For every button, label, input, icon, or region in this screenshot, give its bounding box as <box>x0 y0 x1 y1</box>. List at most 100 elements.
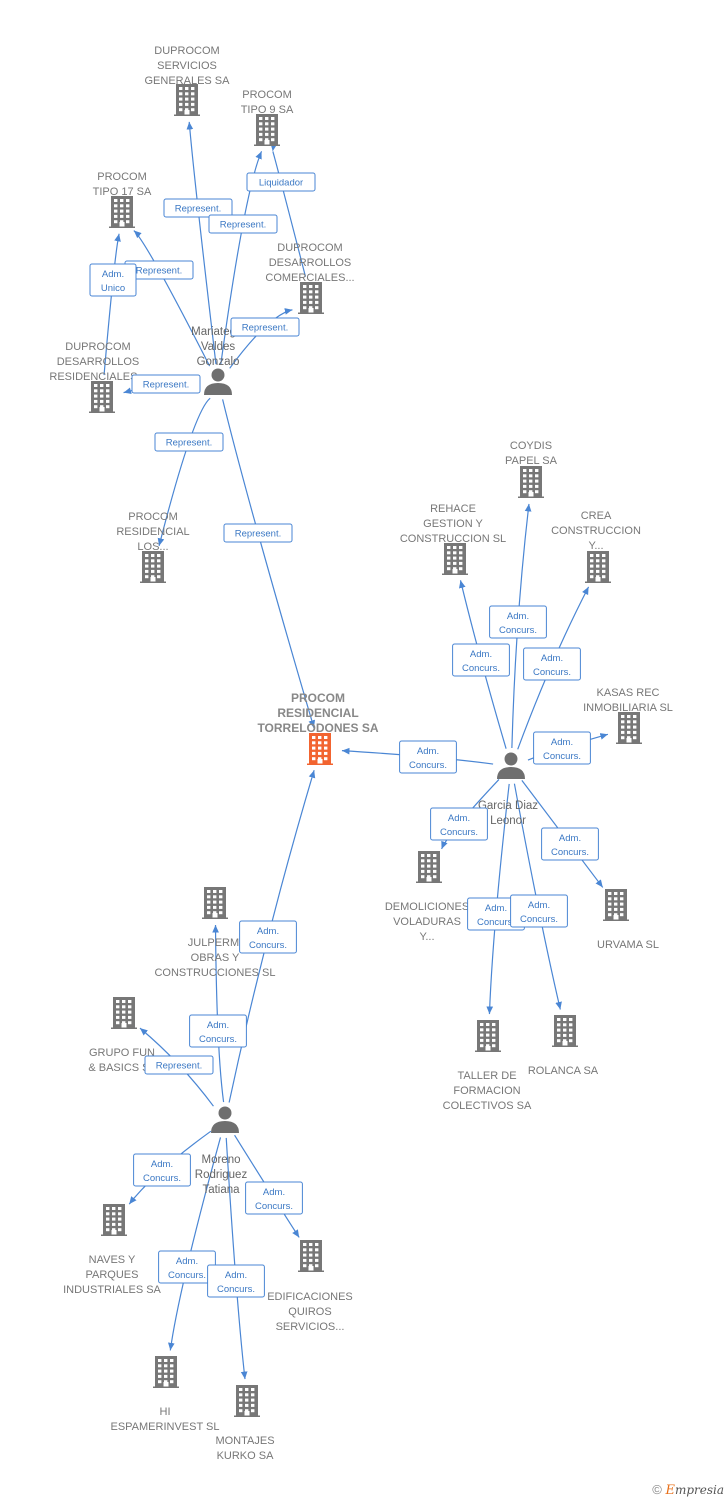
company-label-line: SERVICIOS <box>157 60 217 72</box>
edge-label-text: Adm. <box>257 926 279 937</box>
company-label-line: RESIDENCIAL <box>116 526 189 538</box>
company-label-line: DUPROCOM <box>154 45 219 57</box>
edge-label-moreno-hi_espamerinvest[interactable]: Adm.Concurs. <box>158 1250 216 1284</box>
edge-label-text: Adm. <box>176 1256 198 1267</box>
edge-label-text: Concurs. <box>440 827 478 838</box>
edge-label-box <box>189 1014 247 1048</box>
company-label-line: PROCOM <box>242 89 292 101</box>
building-icon <box>89 381 115 413</box>
company-node-duprocom-comerciales[interactable]: DUPROCOMDESARROLLOSCOMERCIALES... <box>265 242 355 314</box>
company-label-line: PAPEL SA <box>505 455 558 467</box>
edge-label-text: Adm. <box>551 737 573 748</box>
edge-label-text: Represent. <box>166 438 212 449</box>
company-label-line: Y... <box>419 931 434 943</box>
edge-label-text: Adm. <box>470 649 492 660</box>
company-label-line: CONSTRUCCIONES SL <box>154 967 275 979</box>
building-icon <box>416 851 442 883</box>
edge-label-mariategui-duprocom_residenciales[interactable]: Represent. <box>131 374 201 394</box>
edge-label-mariategui-duprocom_comerciales[interactable]: Represent. <box>230 317 300 337</box>
building-icon <box>307 733 333 765</box>
edge-label-mariategui-procom_residencial_los[interactable]: Represent. <box>154 432 224 452</box>
company-label-line: KURKO SA <box>217 1450 275 1462</box>
company-label-line: PROCOM <box>97 171 147 183</box>
company-node-procom-residencial-los[interactable]: PROCOM RESIDENCIAL LOS... <box>116 511 190 583</box>
company-label-line: EDIFICACIONES <box>267 1291 353 1303</box>
edge-label-mariategui-procom_main[interactable]: Represent. <box>223 523 293 543</box>
company-node-duprocom-residenciales[interactable]: DUPROCOMDESARROLLOSRESIDENCIALES... <box>49 341 147 413</box>
edge-label-duprocom_residenciales-procom_tipo17[interactable]: Adm.Unico <box>89 263 137 297</box>
company-label-line: VOLADURAS <box>393 916 461 928</box>
edge-label-moreno-julpermi[interactable]: Adm.Concurs. <box>189 1014 247 1048</box>
company-label-line: PROCOM <box>128 511 178 523</box>
company-node-grupo-fun[interactable]: GRUPO FUN& BASICS SL <box>88 997 156 1074</box>
person-label-line: Garcia Diaz <box>478 800 538 812</box>
building-icon <box>111 997 137 1029</box>
building-icon <box>475 1020 501 1052</box>
edge-label-mariategui-duprocom_servicios[interactable]: Represent. <box>163 198 233 218</box>
edge-label-garcia-rehace[interactable]: Adm.Concurs. <box>452 643 510 677</box>
company-label-line: DESARROLLOS <box>269 257 352 269</box>
building-icon <box>518 466 544 498</box>
edge-label-garcia-crea[interactable]: Adm.Concurs. <box>523 647 581 681</box>
company-label-line: CREA <box>581 510 612 522</box>
edge-label-text: Concurs. <box>543 751 581 762</box>
edge-label-box <box>163 198 233 218</box>
person-icon <box>497 752 525 779</box>
company-label-line: RESIDENCIALES... <box>49 371 146 383</box>
company-label-line: RESIDENCIAL <box>277 706 358 720</box>
company-node-demoliciones[interactable]: DEMOLICIONESVOLADURASY... <box>385 851 469 943</box>
edge-label-box <box>131 374 201 394</box>
company-node-rolanca[interactable]: ROLANCA SA <box>528 1015 599 1077</box>
edge-label-moreno-grupo_fun[interactable]: Represent. <box>144 1055 214 1075</box>
company-label-line: HI <box>160 1406 171 1418</box>
company-label-line: GESTION Y <box>423 518 483 530</box>
edge-labels-layer: Represent. Represent. LiquidadorRepresent.… <box>89 172 599 1298</box>
edge-label-garcia-procom_main[interactable]: Adm.Concurs. <box>399 740 457 774</box>
edge-label-text: Represent. <box>220 220 266 231</box>
edge-label-moreno-naves[interactable]: Adm.Concurs. <box>133 1153 191 1187</box>
company-node-crea[interactable]: CREACONSTRUCCIONY... <box>551 510 641 583</box>
edge-label-text: Concurs. <box>255 1201 293 1212</box>
edge-label-moreno-montajes[interactable]: Adm.Concurs. <box>207 1264 265 1298</box>
edge-label-mariategui-procom_tipo9[interactable]: Represent. <box>208 214 278 234</box>
edge-label-text: Concurs. <box>520 914 558 925</box>
company-label-line: ROLANCA SA <box>528 1065 599 1077</box>
company-label-line: PROCOM <box>291 691 345 705</box>
company-label-line: LOS... <box>137 541 168 553</box>
person-label-line: Tatiana <box>202 1184 240 1196</box>
edge-label-garcia-demoliciones[interactable]: Adm.Concurs. <box>430 807 488 841</box>
edge-label-box <box>230 317 300 337</box>
edge-label-moreno-procom_main[interactable]: Adm.Concurs. <box>239 920 297 954</box>
company-node-urvama[interactable]: URVAMA SL <box>597 889 659 951</box>
edge-label-text: Represent. <box>242 323 288 334</box>
company-label-line: DUPROCOM <box>65 341 130 353</box>
edge-label-duprocom_comerciales-procom_tipo9[interactable]: Liquidador <box>246 172 316 192</box>
edge-label-garcia-kasas[interactable]: Adm. Concurs. <box>533 731 591 765</box>
company-label-line: COMERCIALES... <box>265 272 354 284</box>
edge-label-garcia-urvama[interactable]: Adm.Concurs. <box>541 827 599 861</box>
edge-label-box <box>452 643 510 677</box>
company-node-edificaciones[interactable]: EDIFICACIONESQUIROSSERVICIOS... <box>267 1240 353 1333</box>
person-icon <box>211 1106 239 1133</box>
edge-label-garcia-rolanca[interactable]: Adm.Concurs. <box>510 894 568 928</box>
edge-label-garcia-coydis[interactable]: Adm.Concurs. <box>489 605 547 639</box>
edge-label-text: Adm. <box>151 1159 173 1170</box>
edge-label-moreno-edificaciones[interactable]: Adm.Concurs. <box>245 1181 303 1215</box>
edge-label-box <box>245 1181 303 1215</box>
